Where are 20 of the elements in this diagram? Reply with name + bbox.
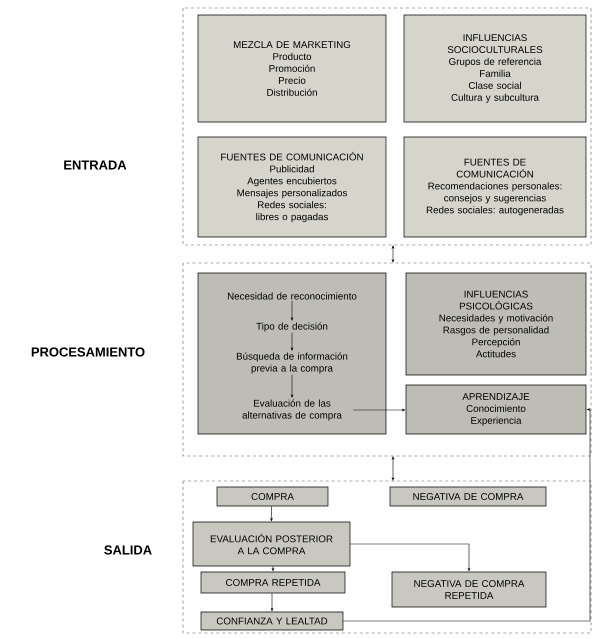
process-box: COMPRA REPETIDA bbox=[200, 572, 346, 594]
step-text: Necesidad de reconocimiento bbox=[228, 292, 356, 300]
process-box: INFLUENCIAS SOCIOCULTURALES Grupos de referencia Familia Clase social Cultura y subcultura bbox=[404, 14, 586, 122]
step-text: Evaluación de las alternativas de compra bbox=[242, 399, 342, 421]
process-box: INFLUENCIAS PSICOLÓGICAS Necesidades y motivación Rasgos de personalidad Percepción Actitudes bbox=[406, 272, 586, 376]
process-box bbox=[198, 272, 386, 434]
step-text: Búsqueda de información previa a la compra bbox=[236, 352, 348, 374]
section-heading: PROCESAMIENTO bbox=[32, 347, 145, 357]
process-box: FUENTES DE COMUNICACIÓN Recomendaciones personales: consejos y sugerencias Redes sociales: autogeneradas bbox=[404, 136, 586, 238]
process-box: CONFIANZA Y LEALTAD bbox=[200, 612, 344, 630]
step-text: Tipo de decisión bbox=[256, 322, 328, 332]
process-box: FUENTES DE COMUNICACIÓN Publicidad Agentes encubiertos Mensajes personalizados Redes sociales: libres o pagadas bbox=[198, 136, 386, 238]
process-box: NEGATIVA DE COMPRA REPETIDA bbox=[392, 572, 546, 608]
section-heading: ENTRADA bbox=[64, 160, 126, 170]
process-box: APRENDIZAJE Conocimiento Experiencia bbox=[406, 384, 586, 434]
process-box: NEGATIVA DE COMPRA bbox=[390, 486, 546, 506]
process-box: MEZCLA DE MARKETING Producto Promoción Precio Distribución bbox=[198, 14, 386, 122]
process-box: COMPRA bbox=[216, 486, 328, 506]
process-box: EVALUACIÓN POSTERIOR A LA COMPRA bbox=[192, 522, 350, 566]
section-heading: SALIDA bbox=[104, 545, 152, 555]
